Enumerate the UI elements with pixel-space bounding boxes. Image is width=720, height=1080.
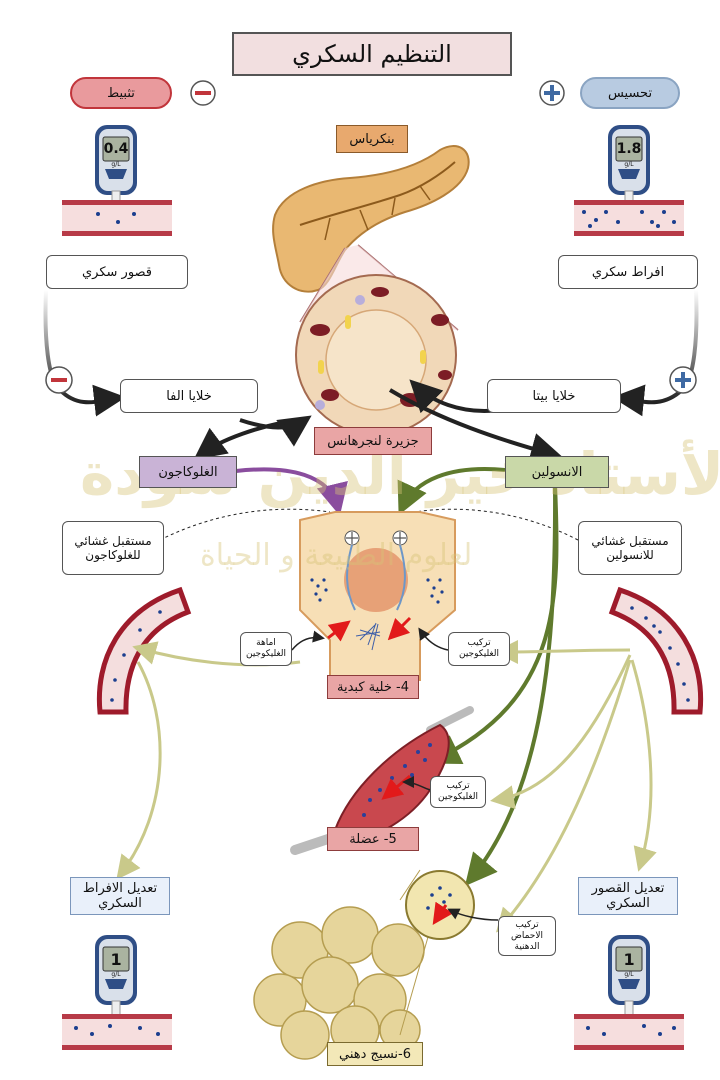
insulin-to-fat-arrow bbox=[464, 484, 558, 887]
glucagon-receptor-line bbox=[159, 508, 331, 541]
sensitize-plus-icon bbox=[539, 80, 565, 106]
inhibit-minus-icon bbox=[190, 80, 216, 106]
right-vessel-to-muscle-arrow bbox=[490, 654, 632, 810]
loop-minus-icon bbox=[45, 366, 73, 394]
liver-cell-label: 4- خلية كبدية bbox=[327, 675, 419, 699]
insulin-label: الانسولين bbox=[505, 456, 609, 488]
liver-cell-icon bbox=[299, 511, 456, 681]
pancreas-label: بنكرياس bbox=[336, 125, 408, 153]
pancreas-icon bbox=[272, 145, 470, 293]
insulin-arrow bbox=[397, 467, 506, 516]
meter-unit-bottom-left: g/L bbox=[111, 970, 121, 978]
blood-vessel-right-icon bbox=[608, 586, 704, 715]
meter-reading-bottom-right: 1 bbox=[623, 949, 635, 969]
glucometer-top-right-icon bbox=[608, 125, 650, 206]
muscle-label: 5- عضلة bbox=[327, 827, 419, 851]
glucometer-bottom-left-icon bbox=[95, 935, 137, 1016]
correct-hypo-box: تعديل القصور السكري bbox=[578, 877, 678, 915]
muscle-glycogenesis-box: تركيب الغليكوجين bbox=[430, 776, 486, 808]
meter-unit-top-right: g/L bbox=[624, 160, 634, 168]
glucometer-top-left-icon bbox=[95, 125, 137, 206]
islet-label: جزيرة لنجرهانس bbox=[314, 427, 432, 455]
adipose-label: 6-نسيج دهني bbox=[327, 1042, 423, 1066]
left-vessel-to-correction-arrow bbox=[116, 661, 162, 880]
hypoglycemia-box: قصور سكري bbox=[46, 255, 188, 289]
page-title: التنظيم السكري bbox=[232, 32, 512, 76]
right-vessel-to-liver-arrow bbox=[494, 639, 631, 664]
islet-to-insulin-arrow bbox=[388, 388, 563, 465]
inhibition-badge: تثبيط bbox=[70, 77, 172, 109]
right-vessel-to-correction-arrow bbox=[630, 659, 657, 872]
loop-plus-icon bbox=[669, 366, 697, 394]
insulin-receptor-line bbox=[414, 508, 579, 541]
lipogenesis-box: تركيب الاحماض الدهنية bbox=[498, 916, 556, 956]
islet-to-glucagon-arrow bbox=[193, 418, 301, 460]
sensitization-badge: تحسيس bbox=[580, 77, 680, 109]
glucometer-bottom-right-icon bbox=[608, 935, 650, 1016]
watermark-line2: لعلوم الطبيعة و الحياة bbox=[200, 538, 473, 573]
meter-unit-top-left: g/L bbox=[111, 160, 121, 168]
blood-strip-bottom-right bbox=[574, 1014, 684, 1050]
glycogenesis-pointer bbox=[418, 627, 449, 651]
meter-unit-bottom-right: g/L bbox=[624, 970, 634, 978]
right-vessel-to-fat-arrow bbox=[496, 659, 632, 933]
meter-reading-bottom-left: 1 bbox=[110, 949, 122, 969]
meter-reading-top-left: 0.4 bbox=[103, 141, 129, 157]
lipogenesis-pointer bbox=[447, 908, 499, 921]
adipose-tissue-icon bbox=[253, 869, 475, 1060]
correct-hyper-box: تعديل الافراط السكري bbox=[70, 877, 170, 915]
muscle-glycogenesis-pointer bbox=[402, 776, 431, 791]
glycogenolysis-pointer bbox=[291, 630, 325, 651]
blood-strip-top-left bbox=[62, 200, 172, 236]
hyperglycemia-box: افراط سكري bbox=[558, 255, 698, 289]
meter-reading-top-right: 1.8 bbox=[616, 141, 642, 157]
alpha-to-islet-arrow bbox=[239, 415, 312, 447]
glucagon-arrow bbox=[235, 467, 348, 516]
glycogenesis-box: تركيب الغليكوجين bbox=[448, 632, 510, 666]
beta-cells-box: خلايا بيتا bbox=[487, 379, 621, 413]
insulin-receptor-box: مستقبل غشائي للانسولين bbox=[578, 521, 682, 575]
blood-strip-bottom-left bbox=[62, 1014, 172, 1050]
blood-strip-top-right bbox=[574, 200, 684, 236]
glucagon-label: الغلوكاجون bbox=[139, 456, 237, 488]
glycogenolysis-box: اماهة الغليكوجين bbox=[240, 632, 292, 666]
alpha-cells-box: خلايا الفا bbox=[120, 379, 258, 413]
blood-vessel-left-icon bbox=[96, 586, 192, 715]
glucagon-receptor-box: مستقبل غشائي للغلوكاجون bbox=[62, 521, 164, 575]
